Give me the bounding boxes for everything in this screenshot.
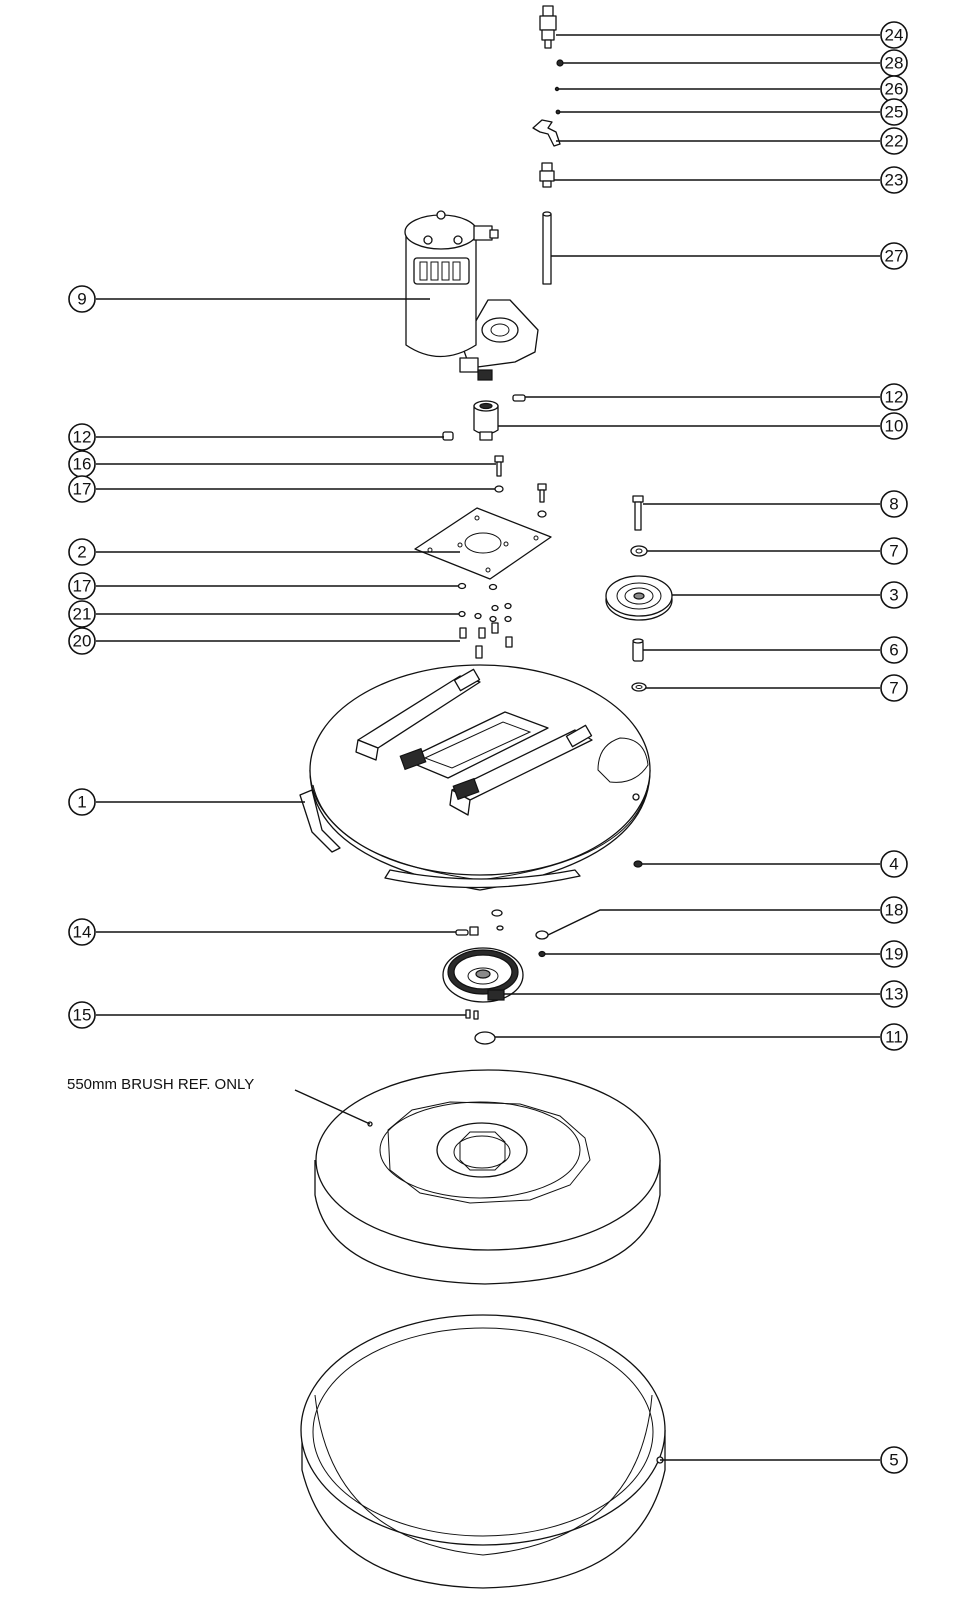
svg-text:28: 28 — [885, 54, 904, 73]
callout-21: 21 — [68, 600, 96, 628]
svg-text:5: 5 — [889, 1451, 898, 1470]
part-25-washer — [555, 109, 561, 115]
svg-text:3: 3 — [889, 586, 898, 605]
callout-4: 4 — [880, 850, 908, 878]
part-15-screws — [465, 1009, 479, 1020]
part-12-key-left — [442, 431, 454, 441]
svg-text:24: 24 — [885, 26, 904, 45]
callout-3: 3 — [880, 581, 908, 609]
callout-12-left: 12 — [68, 423, 96, 451]
callout-15: 15 — [68, 1001, 96, 1029]
svg-text:7: 7 — [889, 542, 898, 561]
svg-text:17: 17 — [73, 577, 92, 596]
callout-6: 6 — [880, 636, 908, 664]
callout-24: 24 — [880, 21, 908, 49]
callout-25: 25 — [880, 98, 908, 126]
callout-18: 18 — [880, 896, 908, 924]
part-10-coupling — [473, 400, 499, 441]
svg-text:8: 8 — [889, 495, 898, 514]
callout-23: 23 — [880, 166, 908, 194]
svg-text:1: 1 — [77, 793, 86, 812]
part-9-motor — [404, 210, 539, 381]
svg-text:4: 4 — [889, 855, 898, 874]
brush-reference-note: 550mm BRUSH REF. ONLY — [67, 1076, 254, 1093]
callout-27: 27 — [880, 242, 908, 270]
callout-22: 22 — [880, 127, 908, 155]
callout-2: 2 — [68, 538, 96, 566]
callout-1: 1 — [68, 788, 96, 816]
part-26-washer — [554, 86, 560, 92]
callout-28: 28 — [880, 49, 908, 77]
part-27-rod — [542, 211, 552, 285]
svg-text:16: 16 — [73, 455, 92, 474]
svg-text:21: 21 — [73, 605, 92, 624]
callout-13: 13 — [880, 980, 908, 1008]
svg-text:23: 23 — [885, 171, 904, 190]
callout-12-right: 12 — [880, 383, 908, 411]
svg-text:12: 12 — [73, 428, 92, 447]
svg-text:10: 10 — [885, 417, 904, 436]
svg-text:11: 11 — [885, 1028, 903, 1047]
part-4-nut — [633, 860, 643, 868]
svg-text:25: 25 — [885, 103, 904, 122]
callout-19: 19 — [880, 940, 908, 968]
callout-20: 20 — [68, 627, 96, 655]
callout-8: 8 — [880, 490, 908, 518]
part-2-plate — [414, 507, 552, 580]
svg-text:7: 7 — [889, 679, 898, 698]
part-6-pin — [632, 638, 644, 662]
svg-text:26: 26 — [885, 80, 904, 99]
part-1-base — [299, 664, 651, 891]
part-24-fitting — [539, 5, 557, 49]
callout-17-upper: 17 — [68, 475, 96, 503]
part-fastener-cluster — [457, 582, 513, 659]
svg-text:15: 15 — [73, 1006, 92, 1025]
svg-text:6: 6 — [889, 641, 898, 660]
svg-text:17: 17 — [73, 480, 92, 499]
callout-10: 10 — [880, 412, 908, 440]
svg-text:2: 2 — [77, 543, 86, 562]
part-22-bracket — [532, 119, 561, 147]
svg-text:20: 20 — [73, 632, 92, 651]
part-5-skirt-ring — [300, 1314, 666, 1589]
part-lower-fasteners — [455, 909, 549, 958]
callout-26: 26 — [880, 75, 908, 103]
callout-9: 9 — [68, 285, 96, 313]
callout-5: 5 — [880, 1446, 908, 1474]
part-28-nut — [556, 59, 564, 67]
svg-text:12: 12 — [885, 388, 904, 407]
part-12-key-right — [512, 394, 526, 402]
callout-14: 14 — [68, 918, 96, 946]
callout-7-upper: 7 — [880, 537, 908, 565]
part-bolt-small — [537, 483, 547, 518]
callout-17-lower: 17 — [68, 572, 96, 600]
part-8-screw — [632, 495, 644, 531]
svg-text:18: 18 — [885, 901, 904, 920]
svg-text:22: 22 — [885, 132, 904, 151]
part-11-ring — [474, 1031, 496, 1045]
svg-text:13: 13 — [885, 985, 904, 1004]
svg-text:19: 19 — [885, 945, 904, 964]
callout-7-lower: 7 — [880, 674, 908, 702]
part-23-fitting — [539, 162, 555, 188]
callout-16: 16 — [68, 450, 96, 478]
leader-lines — [96, 34, 880, 1461]
callout-11: 11 — [880, 1023, 908, 1051]
svg-text:14: 14 — [73, 923, 92, 942]
part-17-washer-upper — [494, 485, 504, 493]
svg-text:9: 9 — [77, 290, 86, 309]
part-3-wheel — [605, 575, 673, 621]
part-16-bolt — [494, 455, 504, 477]
part-7-washer-lower — [631, 682, 647, 692]
brush-reference — [314, 1069, 661, 1285]
svg-text:27: 27 — [885, 247, 904, 266]
part-13-clutch-plate — [442, 947, 524, 1003]
part-7-washer-upper — [630, 545, 648, 557]
